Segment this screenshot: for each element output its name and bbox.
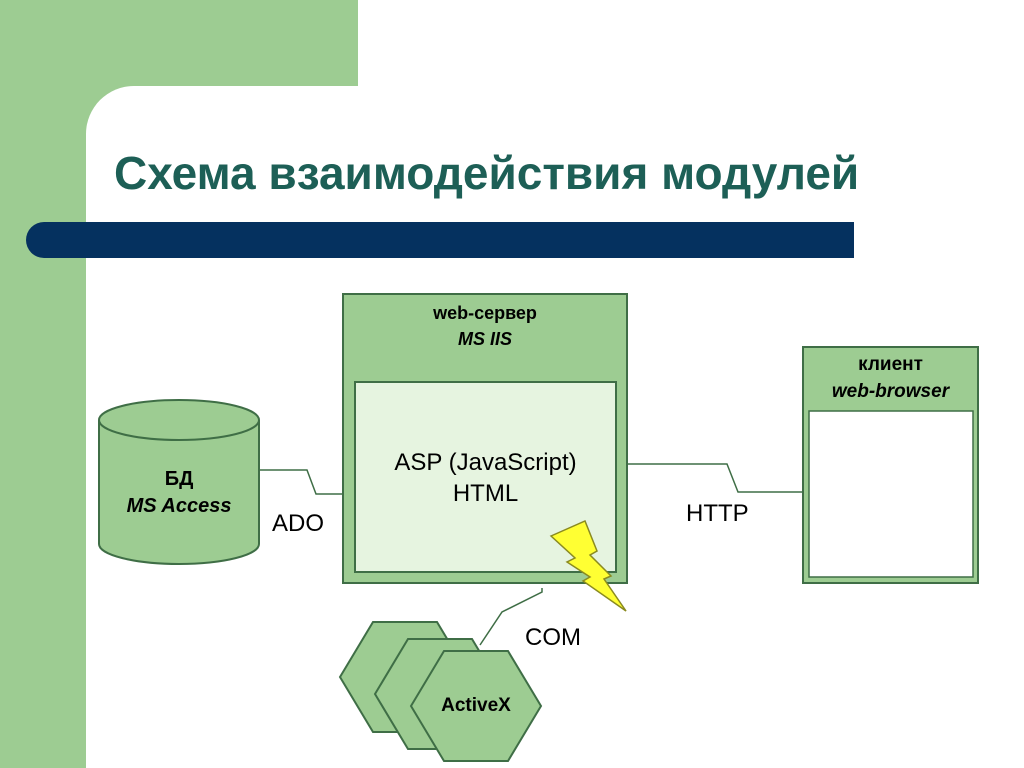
ado-label: ADO — [272, 510, 325, 537]
database-label-line2: MS Access — [126, 495, 232, 517]
asp-inner-box — [354, 381, 617, 573]
slide-title: Схема взаимодействия модулей — [114, 147, 860, 199]
server-label-line1: web-сервер — [433, 303, 537, 323]
top-white-strip — [358, 0, 1024, 86]
server-label-line2: MS IIS — [457, 329, 512, 349]
ado-connector — [258, 469, 344, 495]
http-connector — [627, 463, 803, 493]
lightning-icon — [549, 520, 627, 612]
activex-label: ActiveX — [441, 695, 511, 716]
html-label: HTML — [452, 480, 519, 507]
asp-label: ASP (JavaScript) — [394, 449, 577, 476]
title-underline-bar — [26, 222, 854, 258]
activex-hexagons — [338, 621, 543, 762]
database-label-line1: БД — [164, 468, 194, 490]
client-label-line2: web-browser — [831, 381, 950, 402]
com-label: COM — [525, 624, 581, 651]
hexagon-front — [409, 650, 543, 762]
com-connector — [479, 588, 543, 646]
client-label-line1: клиент — [858, 354, 923, 375]
browser-window — [808, 410, 974, 578]
http-label: HTTP — [686, 500, 749, 527]
database-cylinder — [98, 399, 260, 565]
